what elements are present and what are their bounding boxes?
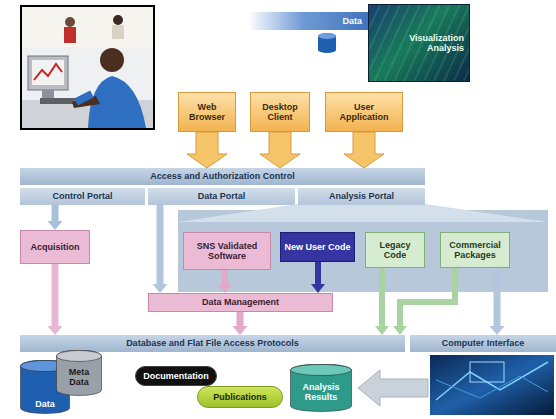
- connector-arrow: [260, 132, 300, 168]
- node-label: New User Code: [284, 242, 350, 252]
- connector-arrow: [344, 132, 384, 168]
- arrow-head: [375, 326, 389, 335]
- connector-arrow: [490, 268, 505, 335]
- arrow-head: [218, 284, 232, 293]
- access-band: Access and Authorization Control: [20, 168, 425, 185]
- arrow-head: [48, 326, 63, 335]
- software-box: Legacy Code: [365, 232, 425, 268]
- node-label: Legacy Code: [369, 240, 421, 261]
- connector-line: [315, 262, 321, 285]
- connector-arrow: [218, 270, 232, 293]
- connector-arrow: [375, 268, 389, 335]
- node-label: Data Portal: [198, 191, 246, 201]
- client-box: Web Browser: [178, 92, 236, 132]
- node-label: Access and Authorization Control: [150, 171, 295, 181]
- arrow-head: [311, 284, 325, 293]
- software-box: New User Code: [280, 232, 355, 262]
- cylinder-body: [57, 350, 102, 396]
- node-label: Data: [342, 16, 362, 26]
- visualization-image: Visualization Analysis: [368, 4, 470, 82]
- arrow-head: [393, 326, 407, 335]
- cylinder-top: [291, 365, 352, 376]
- connector-line: [379, 268, 385, 327]
- protocol-band: Database and Flat File Access Protocols: [20, 335, 405, 352]
- connector-arrow: [48, 264, 63, 335]
- connector-line: [222, 270, 228, 285]
- node-label: Data Management: [202, 297, 279, 307]
- node-label: Analysis Results: [293, 382, 349, 403]
- portal-tab: Data Portal: [148, 188, 295, 205]
- cylinder-top: [57, 351, 102, 362]
- database-cylinder: Meta Data: [56, 350, 102, 396]
- node-label: Computer Interface: [442, 338, 525, 348]
- document-pill: Documentation: [135, 366, 217, 386]
- node-label: Commercial Packages: [444, 240, 506, 261]
- block-arrow: [260, 132, 300, 168]
- cylinder-body: [291, 364, 352, 412]
- connector-line: [52, 264, 59, 327]
- software-box: Commercial Packages: [440, 232, 510, 268]
- connector-arrow: [153, 205, 168, 293]
- node-label: User Application: [329, 102, 399, 123]
- connector-arrow: [311, 262, 325, 293]
- user-photo: [21, 6, 154, 129]
- software-box: SNS Validated Software: [183, 232, 271, 270]
- analysis-panel: [178, 204, 548, 292]
- document-pill: Publications: [197, 386, 283, 408]
- node-label: Data: [35, 399, 55, 409]
- node-label: Visualization Analysis: [374, 33, 464, 54]
- connector-line: [400, 268, 455, 327]
- connector-arrow: [187, 132, 227, 168]
- results-cylinder: Analysis Results: [290, 364, 352, 412]
- arrow-head: [153, 284, 168, 293]
- database-icon: [318, 33, 336, 53]
- node-label: Analysis Portal: [329, 191, 394, 201]
- process-box: Data Management: [148, 293, 333, 312]
- computer-image: [430, 355, 554, 415]
- connector-line: [237, 312, 244, 327]
- node-label: Desktop Client: [254, 102, 306, 123]
- node-label: Documentation: [143, 371, 209, 381]
- connector-line: [494, 268, 501, 327]
- node-label: Control Portal: [53, 191, 113, 201]
- connector-arrow: [48, 205, 63, 230]
- node-label: SNS Validated Software: [187, 241, 267, 262]
- node-label: Web Browser: [182, 102, 232, 123]
- arrow-head: [233, 326, 248, 335]
- node-label: Publications: [213, 392, 267, 402]
- node-label: Meta Data: [59, 367, 99, 388]
- node-label: Acquisition: [31, 242, 80, 252]
- block-arrow: [344, 132, 384, 168]
- interface-band: Computer Interface: [410, 335, 556, 352]
- connector-line: [52, 205, 59, 222]
- node-label: Database and Flat File Access Protocols: [126, 338, 299, 348]
- client-box: Desktop Client: [250, 92, 310, 132]
- connector-arrow: [233, 312, 248, 335]
- client-box: User Application: [325, 92, 403, 132]
- connector-line: [157, 205, 164, 285]
- portal-tab: Control Portal: [20, 188, 145, 205]
- arrow-head: [48, 221, 63, 230]
- process-box: Acquisition: [20, 230, 90, 264]
- connector-arrow: [393, 268, 455, 335]
- portal-tab: Analysis Portal: [298, 188, 425, 205]
- block-arrow: [187, 132, 227, 168]
- data-bar: Data: [248, 12, 370, 30]
- return-arrow: [358, 370, 428, 406]
- arrow-head: [490, 326, 505, 335]
